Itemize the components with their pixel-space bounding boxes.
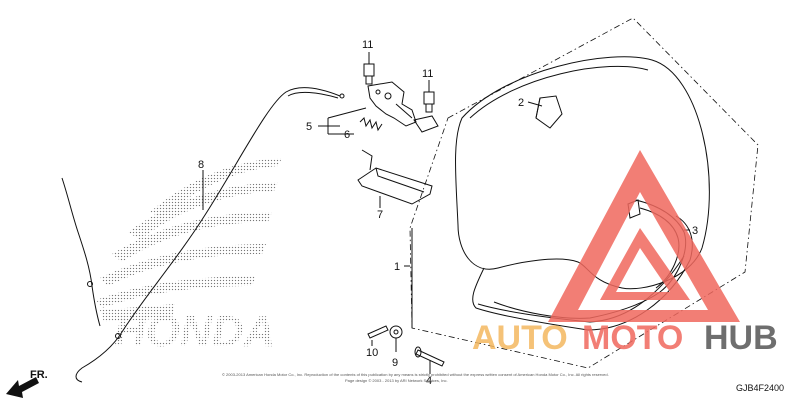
spring [359, 117, 383, 132]
callout-9: 9 [392, 357, 398, 369]
callout-1: 1 [394, 261, 400, 273]
bolt-left [363, 63, 375, 85]
honda-wing-logo: HONDA [96, 158, 282, 356]
callout-3: 3 [692, 225, 698, 237]
copyright-line-1: © 2003-2013 American Honda Motor Co., In… [222, 372, 609, 377]
watermark-auto: AUTO [472, 319, 568, 357]
callout-8: 8 [198, 159, 204, 171]
diagram-code: GJB4F2400 [736, 383, 784, 393]
automotohub-watermark: AUTO MOTO HUB [472, 150, 778, 357]
watermark-moto: MOTO [582, 319, 683, 357]
seat-lock-cable [61, 87, 345, 383]
seat-lock-assembly [359, 63, 439, 133]
copyright-line-2: Page design © 2003 - 2013 by ARI Network… [345, 378, 448, 383]
callout-10: 10 [366, 347, 378, 359]
callout-11-right: 11 [422, 68, 433, 80]
bolt-right [423, 91, 435, 113]
callout-2: 2 [518, 97, 524, 109]
callout-4: 4 [426, 375, 432, 387]
screw [367, 325, 389, 339]
watermark-triangle [548, 150, 740, 322]
front-direction-label: FR. [30, 369, 48, 381]
leader-lines [202, 52, 690, 374]
honda-wordmark: HONDA [114, 307, 275, 356]
lock-bracket [357, 149, 433, 205]
washer [389, 325, 403, 339]
callout-11-left: 11 [362, 39, 373, 51]
callout-7: 7 [377, 209, 383, 221]
hinge-pin [414, 346, 445, 367]
callout-5: 5 [306, 121, 312, 133]
front-direction-arrow [6, 377, 39, 398]
callout-6: 6 [344, 129, 350, 141]
watermark-hub: HUB [704, 319, 778, 357]
